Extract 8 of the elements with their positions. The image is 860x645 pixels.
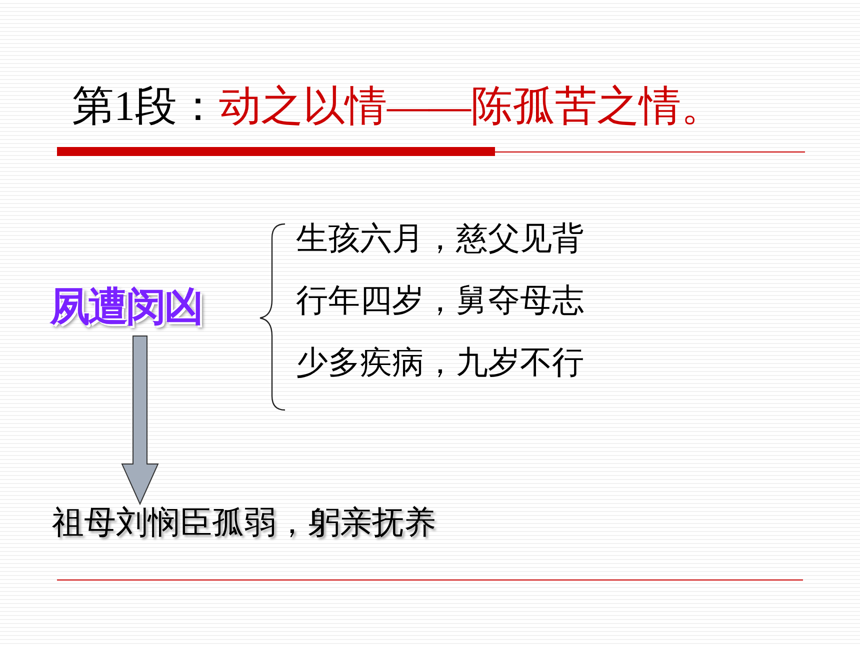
section-label: 第1段： — [72, 86, 219, 128]
verse-line: 生孩六月，慈父见背 — [296, 222, 584, 254]
block-arrow — [121, 336, 159, 506]
topic-heading: 夙遭闵凶 — [50, 282, 202, 332]
result-text: 祖母刘悯臣孤弱，躬亲抚养 — [52, 502, 436, 542]
verse-line: 行年四岁，舅夺母志 — [296, 284, 584, 316]
section-title: 动之以情——陈孤苦之情。 — [219, 86, 723, 128]
verse-line: 少多疾病，九岁不行 — [296, 346, 584, 378]
